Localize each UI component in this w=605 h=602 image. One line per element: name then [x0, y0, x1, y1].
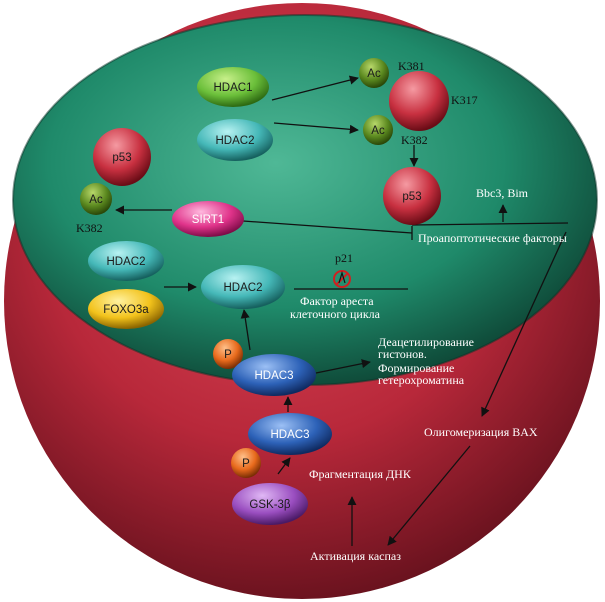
hdac3-lower-label: HDAC3 — [271, 429, 310, 441]
hdac1-label: HDAC1 — [214, 82, 253, 94]
cell-cycle-arrest-line2: клеточного цикла — [290, 307, 381, 321]
deacetylation-line4: гетерохроматина — [378, 373, 465, 387]
ac-k381-node — [359, 58, 389, 88]
p53-center-label: p53 — [402, 191, 421, 203]
arrow-proapoptotic-bax — [481, 231, 567, 417]
p53-center-node — [383, 167, 441, 225]
deacetylation-line3: Формирование — [378, 361, 454, 375]
caspase-activation-label: Активация каспаз — [310, 549, 401, 563]
hdac2-top-label: HDAC2 — [216, 135, 255, 147]
proapoptotic-label: Проапоптотические факторы — [418, 231, 567, 245]
hdac2-top-node — [197, 119, 273, 161]
bax-oligomerization-label: Олигомеризация BAX — [424, 425, 538, 439]
arrow-hdac3-deacetyl — [315, 359, 371, 374]
p-lower-node — [231, 448, 261, 478]
hdac2-mid-node — [201, 265, 285, 309]
sirt1-node — [172, 201, 244, 237]
p-lower-label: P — [242, 458, 250, 470]
p21-blocked-icon — [333, 270, 351, 288]
hdac2-mid-label: HDAC2 — [224, 282, 263, 294]
p-upper-label: P — [224, 349, 232, 361]
arrow-hdac2-ac — [273, 122, 359, 134]
ac-left-label: Ac — [89, 194, 103, 206]
ac-left-node — [80, 183, 112, 215]
p53-sphere-top — [389, 71, 449, 131]
k382-left-label: K382 — [76, 221, 103, 235]
hdac2-mid-left-label: HDAC2 — [107, 256, 146, 268]
p53-left-label: p53 — [112, 152, 131, 164]
sirt1-label: SIRT1 — [192, 214, 224, 226]
arrow-hdac1-ac — [271, 75, 359, 101]
dna-fragmentation-label: Фрагментация ДНК — [309, 467, 412, 481]
ac-k381-label: Ac — [367, 68, 381, 80]
hdac3-lower-node — [248, 413, 332, 455]
ac-k382-top-node — [363, 115, 393, 145]
gsk3b-node — [232, 483, 308, 525]
hdac2-mid-left-node — [88, 241, 164, 281]
foxo3a-node — [88, 289, 164, 329]
hdac3-upper-label: HDAC3 — [255, 370, 294, 382]
inhibit-sirt1-line — [242, 220, 413, 234]
arrow-hdac3-hdac2 — [240, 309, 251, 351]
ac-k382-top-label: Ac — [371, 125, 385, 137]
arrow-gsk-hdac3 — [277, 457, 291, 475]
foxo3a-label: FOXO3a — [103, 304, 149, 316]
deacetylation-line1: Деацетилирование — [378, 335, 474, 349]
nucleus — [13, 15, 597, 385]
k381-label: K381 — [398, 59, 425, 73]
p53-left-node — [93, 128, 151, 186]
deacetylation-line2: гистонов. — [378, 347, 427, 361]
bbc3-bim-label: Bbc3, Bim — [476, 186, 529, 200]
gsk3b-label: GSK-3β — [249, 499, 291, 511]
k382-right-label: K382 — [401, 133, 428, 147]
p21-label: p21 — [335, 251, 353, 265]
cell-cycle-arrest-line1: Фактор ареста — [300, 294, 374, 308]
p-upper-node — [213, 339, 243, 369]
k317-label: K317 — [451, 93, 478, 107]
proapoptotic-line — [411, 222, 569, 226]
arrow-bax-caspase — [387, 445, 471, 546]
hdac3-upper-node — [232, 354, 316, 396]
hdac1-node — [197, 67, 269, 107]
